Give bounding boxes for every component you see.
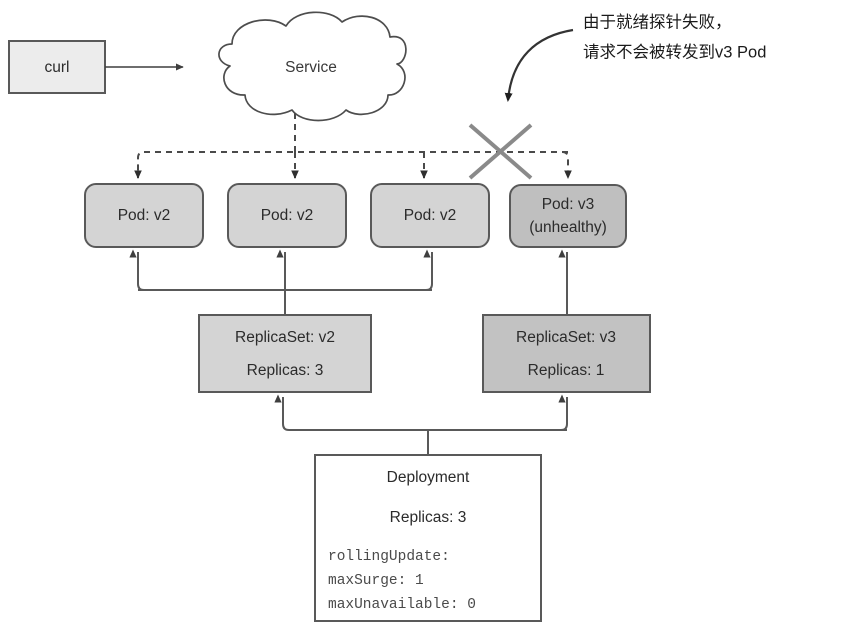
replicaset-node-v3: ReplicaSet: v3 Replicas: 1 — [482, 314, 651, 393]
edge-rs-v2-to-pod-1 — [129, 249, 150, 291]
client-label: curl — [45, 59, 70, 76]
pod-sublabel-4: (unhealthy) — [529, 219, 607, 236]
blocked-cross-icon — [468, 123, 533, 180]
pod-box-4 — [509, 184, 627, 248]
edge-deployment-to-rs-v3 — [558, 394, 568, 431]
edge-service-to-pod-4 — [561, 151, 572, 179]
service-node: Service — [218, 11, 407, 122]
deployment-title: Deployment — [387, 469, 470, 486]
pod-label-3: Pod: v2 — [404, 207, 457, 224]
deployment-node: Deployment Replicas: 3 rollingUpdate: ma… — [314, 454, 542, 622]
replicaset-box-v2 — [198, 314, 372, 393]
pod-box-3 — [370, 183, 490, 248]
pod-label-4: Pod: v3 — [542, 196, 595, 213]
edge-deployment-to-rs-v2 — [274, 394, 295, 431]
replicaset-node-v2: ReplicaSet: v2 Replicas: 3 — [198, 314, 372, 393]
annotation-pointer-arrow — [504, 28, 574, 102]
pod-label-2: Pod: v2 — [261, 207, 314, 224]
service-label: Service — [285, 59, 337, 76]
pod-label-1: Pod: v2 — [118, 207, 171, 224]
deployment-config-line-1: rollingUpdate: — [328, 549, 450, 565]
annotation-line-1: 由于就绪探针失败， — [583, 12, 732, 31]
replicaset-box-v3 — [482, 314, 651, 393]
edge-service-to-pod-1 — [134, 151, 150, 179]
pod-node-1: Pod: v2 — [84, 183, 204, 248]
replicaset-replicas-v3: Replicas: 1 — [528, 362, 605, 379]
deployment-config-line-2: maxSurge: 1 — [328, 573, 424, 589]
edge-rs-v2-to-pod-3 — [423, 249, 433, 291]
pod-node-3: Pod: v2 — [370, 183, 490, 248]
pod-box-2 — [227, 183, 347, 248]
annotation-group: 由于就绪探针失败， 请求不会被转发到v3 Pod — [504, 12, 766, 102]
pod-box-1 — [84, 183, 204, 248]
deployment-replicas: Replicas: 3 — [390, 509, 467, 526]
pod-node-2: Pod: v2 — [227, 183, 347, 248]
annotation-line-2: 请求不会被转发到v3 Pod — [583, 42, 766, 61]
replicaset-label-v3: ReplicaSet: v3 — [516, 329, 616, 346]
pod-node-4: Pod: v3 (unhealthy) — [509, 184, 627, 248]
client-box — [8, 40, 106, 94]
client-node: curl — [8, 40, 106, 94]
service-cloud — [218, 11, 407, 122]
replicaset-label-v2: ReplicaSet: v2 — [235, 329, 335, 346]
deployment-box — [314, 454, 542, 622]
replicaset-replicas-v2: Replicas: 3 — [247, 362, 324, 379]
deployment-config-line-3: maxUnavailable: 0 — [328, 597, 476, 613]
